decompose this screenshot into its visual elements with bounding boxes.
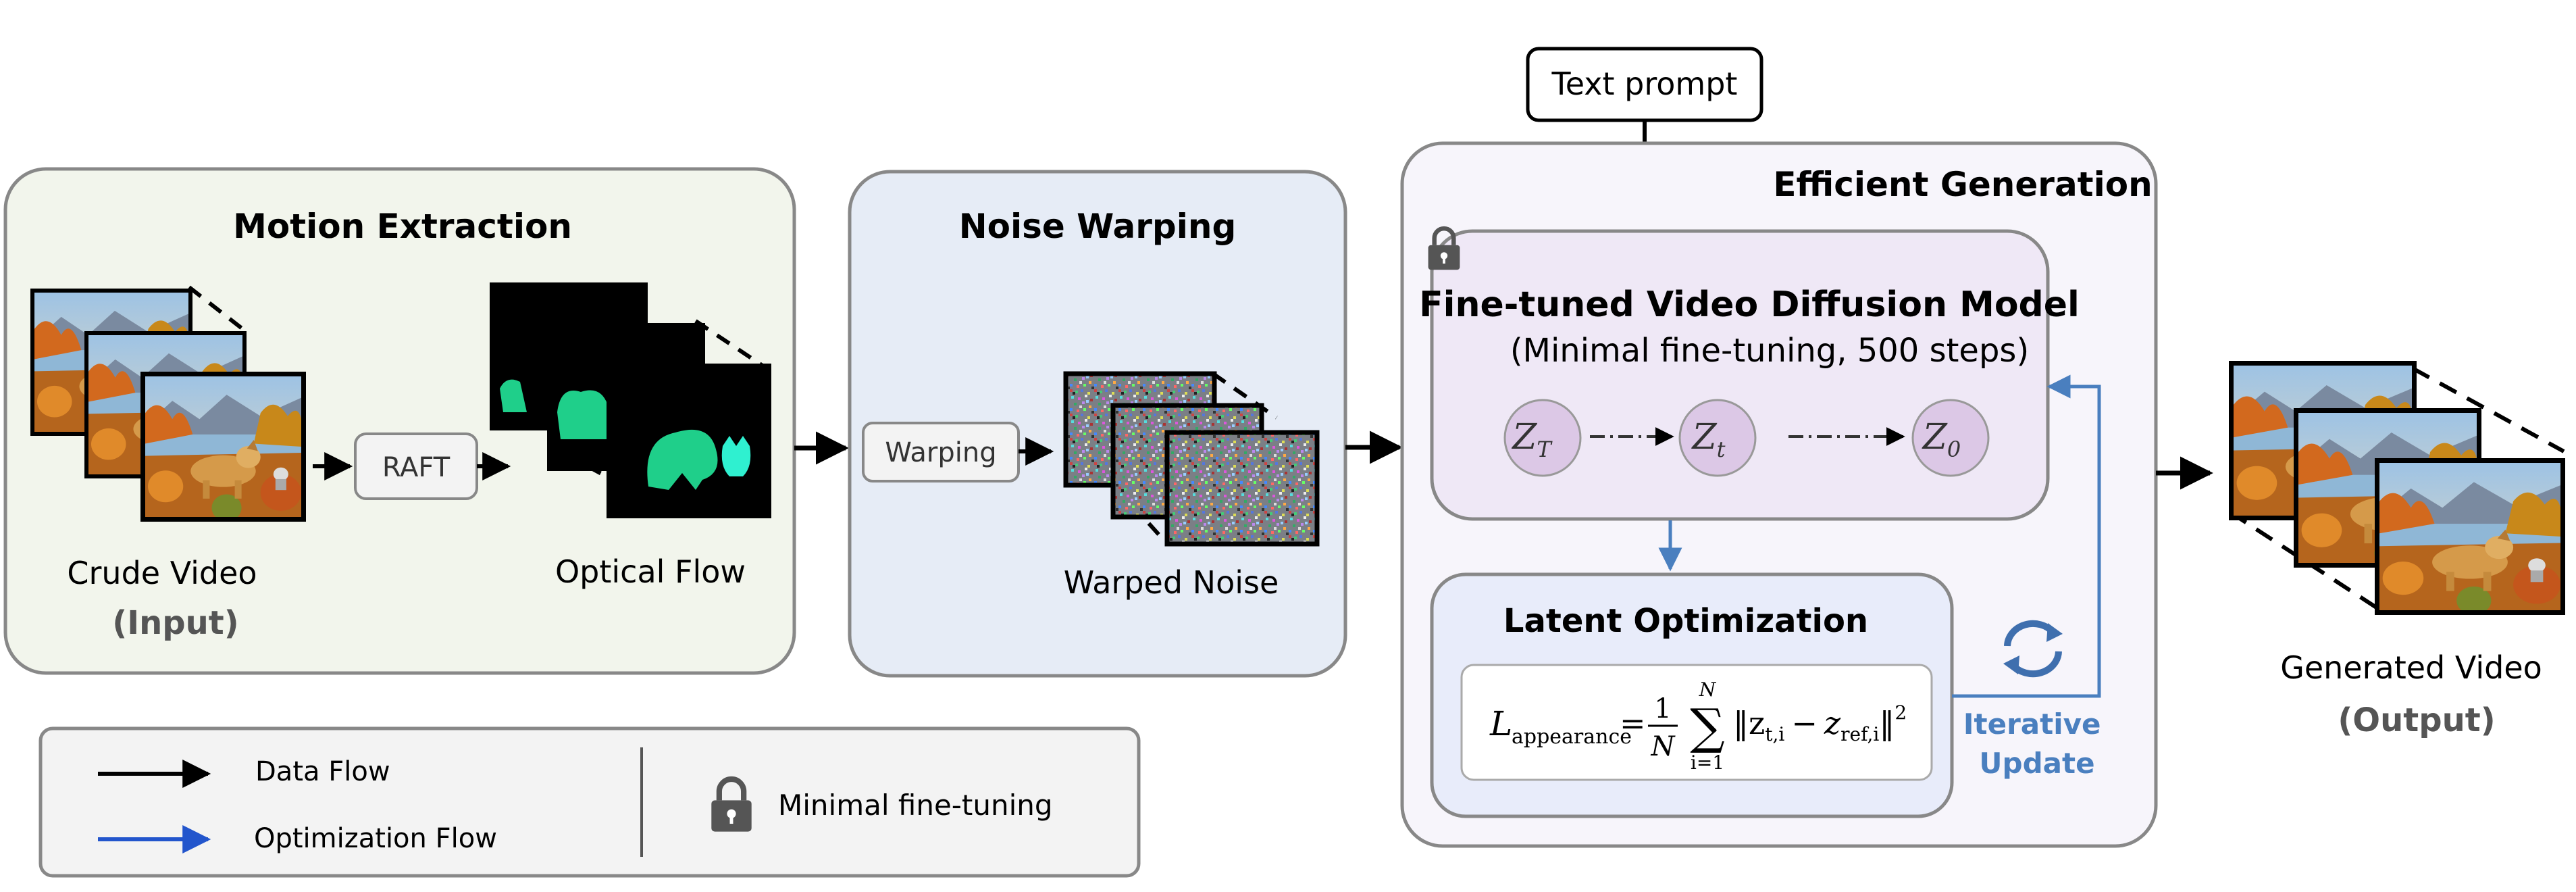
model-title: Fine-tuned Video Diffusion Model xyxy=(1419,284,2080,325)
diffusion-model-box: Fine-tuned Video Diffusion Model (Minima… xyxy=(1419,229,2080,521)
crude-video-sublabel: (Input) xyxy=(112,604,238,642)
generated-video-label: Generated Video xyxy=(2280,649,2542,686)
svg-text:Zt: Zt xyxy=(1691,417,1726,462)
svg-text:i=1: i=1 xyxy=(1691,751,1724,774)
latent-z0: Z0 xyxy=(1911,399,1990,477)
legend-data-flow-label: Data Flow xyxy=(255,756,390,787)
warped-noise-label: Warped Noise xyxy=(1064,564,1279,601)
svg-text:‖zt,i−zref,i‖2: ‖zt,i−zref,i‖2 xyxy=(1733,701,1907,745)
svg-text:ZT: ZT xyxy=(1511,417,1553,462)
legend-optimization-flow-label: Optimization Flow xyxy=(254,823,497,854)
warped-noise-frames xyxy=(1063,371,1320,547)
latent-zt: Zt xyxy=(1678,399,1757,477)
svg-text:N: N xyxy=(1651,731,1676,762)
iterative-update-label: Iterative Update xyxy=(1963,708,2111,780)
latent-zT: ZT xyxy=(1503,399,1582,477)
warping-box: Warping xyxy=(862,422,1020,482)
refresh-icon xyxy=(2003,620,2063,678)
text-prompt-box: Text prompt xyxy=(1526,47,1763,122)
formula-box xyxy=(1460,664,1933,781)
generated-video-frames xyxy=(2229,361,2565,615)
motion-extraction-title: Motion Extraction xyxy=(233,207,572,246)
iterative-update-arrow xyxy=(1952,374,2101,698)
efficient-generation-title: Efficient Generation xyxy=(1773,165,2152,204)
crude-video-label: Crude Video xyxy=(67,555,257,591)
noise-warping-title: Noise Warping xyxy=(959,207,1237,246)
raft-box: RAFT xyxy=(354,432,478,500)
crude-video-frames xyxy=(30,285,306,522)
legend-box: Data Flow Optimization Flow Minimal fine… xyxy=(38,726,1141,878)
latent-optimization-box: Latent Optimization L appearance = 1 N N… xyxy=(1430,572,1954,818)
svg-text:∑: ∑ xyxy=(1690,698,1724,755)
svg-text:appearance: appearance xyxy=(1512,725,1632,749)
text-prompt-label: Text prompt xyxy=(1551,66,1738,102)
svg-text:Z0: Z0 xyxy=(1922,417,1961,462)
legend-lock-label: Minimal fine-tuning xyxy=(778,789,1053,822)
generated-video-sublabel: (Output) xyxy=(2338,701,2495,739)
appearance-loss-formula: L appearance = 1 N N ∑ i=1 ‖zt,i−zref,i‖… xyxy=(1489,678,1907,774)
optical-flow-label: Optical Flow xyxy=(555,553,746,590)
raft-label: RAFT xyxy=(382,452,450,483)
optical-flow-frames xyxy=(490,282,771,518)
svg-text:N: N xyxy=(1699,678,1717,701)
model-subtitle: (Minimal fine-tuning, 500 steps) xyxy=(1510,332,2029,370)
svg-text:L: L xyxy=(1489,704,1512,743)
latent-opt-title: Latent Optimization xyxy=(1503,602,1868,640)
warping-label: Warping xyxy=(885,437,996,468)
svg-text:=: = xyxy=(1620,705,1646,741)
svg-text:1: 1 xyxy=(1654,693,1671,724)
